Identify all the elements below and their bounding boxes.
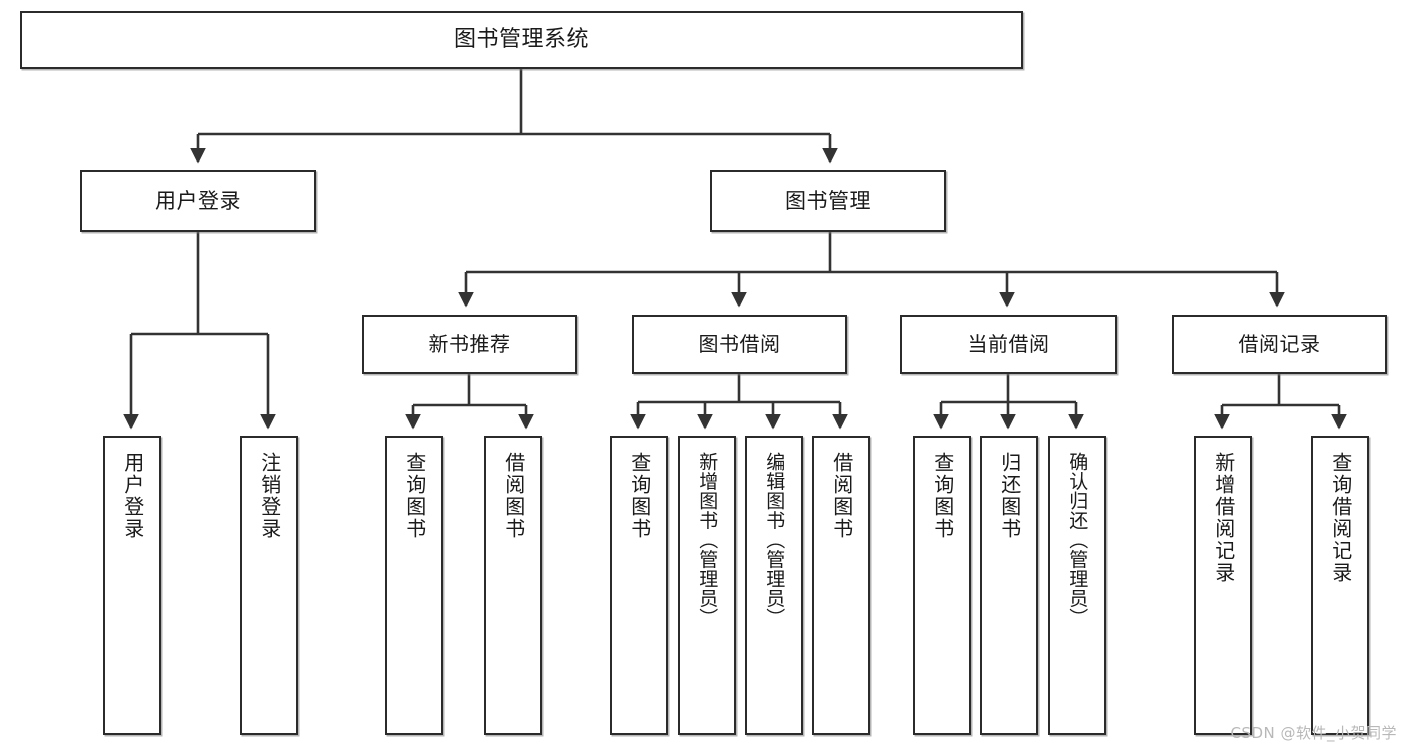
node-label: 新增图书（管理员） xyxy=(696,452,719,628)
node-label: 借阅图书 xyxy=(829,452,854,540)
node-book-management[interactable]: 图书管理 xyxy=(710,170,946,232)
csdn-watermark: CSDN @软件_小贺同学 xyxy=(1230,724,1397,742)
leaf-current-borrow-return-books[interactable]: 归还图书 xyxy=(980,436,1038,735)
node-label: 图书管理系统 xyxy=(453,27,589,53)
node-label: 新增借阅记录 xyxy=(1211,452,1236,584)
leaf-book-borrow-add-book-admin[interactable]: 新增图书（管理员） xyxy=(678,436,736,735)
node-label: 查询图书 xyxy=(627,452,652,540)
node-label: 编辑图书（管理员） xyxy=(763,452,786,628)
node-label: 借阅图书 xyxy=(501,452,526,540)
node-user-login[interactable]: 用户登录 xyxy=(80,170,316,232)
node-label: 查询图书 xyxy=(402,452,427,540)
leaf-new-book-borrow-books[interactable]: 借阅图书 xyxy=(484,436,542,735)
node-label: 用户登录 xyxy=(155,188,241,213)
node-label: 借阅记录 xyxy=(1238,332,1321,356)
leaf-book-borrow-query-books[interactable]: 查询图书 xyxy=(610,436,668,735)
leaf-user-login-login[interactable]: 用户登录 xyxy=(103,436,161,735)
node-label: 新书推荐 xyxy=(428,332,511,356)
leaf-book-borrow-edit-book-admin[interactable]: 编辑图书（管理员） xyxy=(745,436,803,735)
leaf-borrow-record-query-record[interactable]: 查询借阅记录 xyxy=(1311,436,1369,735)
node-label: 确认归还（管理员） xyxy=(1066,452,1089,628)
node-label: 查询图书 xyxy=(930,452,955,540)
node-label: 图书借阅 xyxy=(698,332,781,356)
node-label: 用户登录 xyxy=(120,452,145,540)
node-label: 归还图书 xyxy=(997,452,1022,540)
node-current-borrow[interactable]: 当前借阅 xyxy=(900,315,1117,374)
node-new-book-recommend[interactable]: 新书推荐 xyxy=(362,315,577,374)
leaf-current-borrow-query-books[interactable]: 查询图书 xyxy=(913,436,971,735)
node-root-book-management-system[interactable]: 图书管理系统 xyxy=(20,11,1023,69)
node-label: 注销登录 xyxy=(257,452,282,540)
leaf-book-borrow-borrow-books[interactable]: 借阅图书 xyxy=(812,436,870,735)
leaf-user-login-logout[interactable]: 注销登录 xyxy=(240,436,298,735)
leaf-new-book-query-books[interactable]: 查询图书 xyxy=(385,436,443,735)
leaf-borrow-record-add-record[interactable]: 新增借阅记录 xyxy=(1194,436,1252,735)
node-book-borrow[interactable]: 图书借阅 xyxy=(632,315,847,374)
node-borrow-record[interactable]: 借阅记录 xyxy=(1172,315,1387,374)
node-label: 当前借阅 xyxy=(967,332,1050,356)
node-label: 图书管理 xyxy=(785,188,871,213)
node-label: 查询借阅记录 xyxy=(1328,452,1353,584)
leaf-current-borrow-confirm-return-admin[interactable]: 确认归还（管理员） xyxy=(1048,436,1106,735)
